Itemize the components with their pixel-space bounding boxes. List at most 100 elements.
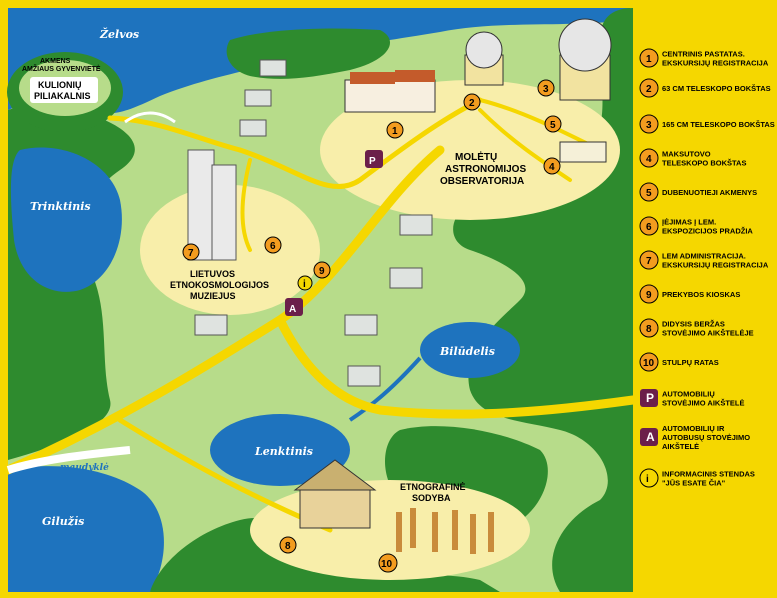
- legend-symbol-text: A: [646, 430, 655, 444]
- lake-trinktinis: [10, 147, 122, 292]
- legend-label: MAKSUTOVO: [662, 150, 711, 159]
- legend-label: AIKŠTELĖ: [662, 442, 699, 451]
- legend-item: 9 PREKYBOS KIOSKAS: [639, 284, 740, 304]
- legend-symbol-text: 6: [646, 222, 652, 233]
- label-ethno-1: ETNOGRAFINĖ: [400, 482, 466, 492]
- label-ethno-2: SODYBA: [412, 493, 451, 503]
- roads: [3, 97, 638, 533]
- legend-label: PREKYBOS KIOSKAS: [662, 290, 740, 299]
- svg-text:4: 4: [549, 162, 555, 173]
- houses: [194, 59, 433, 387]
- label-akmens-2: AMŽIAUS GYVENVIETĖ: [22, 64, 101, 73]
- label-lenktinis: Lenktinis: [254, 445, 313, 458]
- clearing-observatory: [320, 80, 620, 220]
- marker-9: 9: [313, 261, 331, 279]
- legend-item: 10 STULPŲ RATAS: [639, 352, 719, 372]
- legend-label: INFORMACINIS STENDAS: [662, 470, 755, 479]
- svg-text:3: 3: [543, 84, 549, 95]
- legend-label: "JŪS ESATE ČIA": [662, 479, 726, 488]
- legend-symbol: [639, 114, 659, 134]
- label-museum-1: LIETUVOS: [190, 269, 235, 279]
- legend-symbol-text: 7: [646, 256, 652, 267]
- legend-symbol: [640, 428, 658, 446]
- legend-symbol: [639, 148, 659, 168]
- svg-text:A: A: [289, 304, 296, 315]
- legend-symbol: [639, 352, 659, 372]
- svg-text:i: i: [303, 279, 306, 290]
- label-giluzis: Giluži̇s: [42, 515, 84, 528]
- legend-label: LEM ADMINISTRACIJA.: [662, 252, 746, 261]
- legend-symbol: [640, 389, 658, 407]
- marker-2: 2: [463, 93, 481, 111]
- museum-towers: [187, 149, 237, 261]
- label-observatory-3: OBSERVATORIJA: [440, 176, 524, 187]
- legend-label: EKSKURSIJŲ REGISTRACIJA: [662, 59, 769, 68]
- svg-text:1: 1: [392, 126, 398, 137]
- legend-label: 165 CM TELESKOPO BOKŠTAS: [662, 120, 775, 129]
- marker-6: 6: [264, 236, 282, 254]
- label-akmens-1: AKMENS: [40, 58, 71, 65]
- legend-label: CENTRINIS PASTATAS.: [662, 50, 745, 59]
- label-museum-3: MUZIEJUS: [190, 291, 236, 301]
- telescope-63: [464, 31, 504, 86]
- legend-symbol: [639, 78, 659, 98]
- legend-symbol-text: 9: [646, 290, 652, 301]
- legend-label: STULPŲ RATAS: [662, 358, 719, 367]
- label-observatory-2: ASTRONOMIJOS: [445, 164, 526, 175]
- kulioniu-label-box: [30, 77, 98, 103]
- label-observatory-1: MOLĖTŲ: [455, 150, 497, 163]
- legend-label: AUTOMOBILIŲ: [662, 390, 715, 399]
- marker-7: 7: [182, 243, 200, 261]
- marker-8: 8: [279, 536, 297, 554]
- legend-item: 7 LEM ADMINISTRACIJA.EKSKURSIJŲ REGISTRAC…: [639, 250, 769, 270]
- label-kulioniu-2: PILIAKALNIS: [34, 91, 91, 101]
- telescope-165: [558, 18, 612, 101]
- svg-text:P: P: [369, 156, 376, 167]
- marker-5: 5: [544, 115, 562, 133]
- label-kulioniu-1: KULIONIŲ: [38, 80, 82, 90]
- marker-parking: P: [365, 150, 383, 168]
- svg-text:8: 8: [285, 541, 291, 552]
- legend-label: AUTOMOBILIŲ IR: [662, 424, 725, 433]
- ethno-house: [293, 459, 377, 529]
- legend-symbol: [639, 48, 659, 68]
- marker-info: i: [297, 275, 313, 291]
- label-maudykle: maudyklė: [60, 462, 109, 473]
- legend-symbol-text: 10: [643, 358, 655, 369]
- beach-strip: [6, 446, 131, 474]
- legend-label: ĮĖJIMAS Į LEM.: [662, 218, 716, 227]
- marker-1: 1: [386, 121, 404, 139]
- legend-symbol-text: i: [646, 474, 649, 485]
- legend-symbol: [639, 318, 659, 338]
- marker-3: 3: [537, 79, 555, 97]
- legend-symbol: [639, 284, 659, 304]
- svg-text:7: 7: [188, 248, 194, 259]
- lake-biludelis: [420, 322, 520, 378]
- svg-text:2: 2: [469, 98, 475, 109]
- svg-text:9: 9: [319, 266, 325, 277]
- legend-symbol-text: 2: [646, 84, 652, 95]
- legend-symbol-text: 3: [646, 120, 652, 131]
- legend-label: DUBENUOTIEJI AKMENYS: [662, 188, 757, 197]
- legend-symbol: [639, 468, 659, 488]
- lake-lenktinis: [210, 414, 350, 486]
- maksutov-tower: [559, 141, 607, 163]
- marker-10: 10: [378, 553, 398, 573]
- legend-label: EKSPOZICIJOS PRADŽIA: [662, 227, 753, 236]
- svg-text:10: 10: [381, 559, 393, 570]
- legend-label: STOVĖJIMO AIKŠTELĖJE: [662, 329, 754, 338]
- label-museum-2: ETNOKOSMOLOGIJOS: [170, 280, 269, 290]
- legend-label: AUTOBUSŲ STOVĖJIMO: [662, 433, 750, 442]
- legend-label: DIDYSIS BERŽAS: [662, 320, 725, 329]
- legend-symbol-text: 8: [646, 324, 652, 335]
- legend-label: STOVĖJIMO AIKŠTELĖ: [662, 399, 745, 408]
- legend-label: EKSKURSIJŲ REGISTRACIJA: [662, 261, 769, 270]
- legend-symbol: [639, 250, 659, 270]
